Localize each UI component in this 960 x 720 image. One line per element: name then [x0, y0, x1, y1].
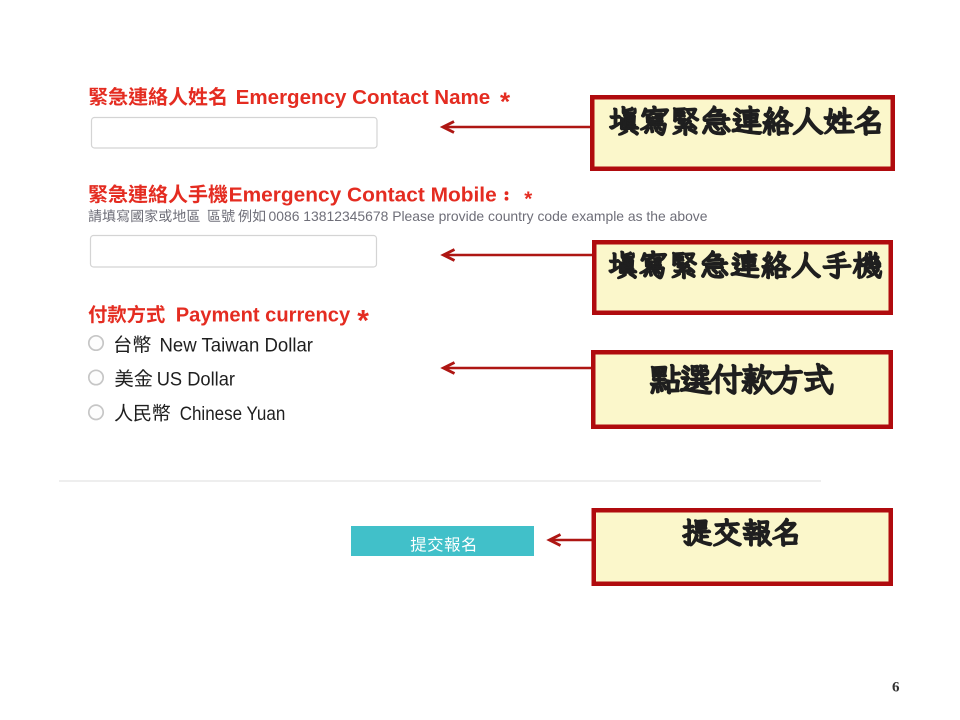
svg-text:Emergency Contact Mobile: Emergency Contact Mobile [229, 184, 497, 207]
svg-text:6: 6 [892, 680, 900, 696]
svg-text:0086 13812345678 Please provid: 0086 13812345678 Please provide country … [269, 208, 708, 224]
svg-text:US Dollar: US Dollar [157, 369, 236, 391]
svg-text:Payment currency: Payment currency [176, 304, 351, 327]
svg-text:*: * [357, 305, 369, 338]
svg-text:Emergency Contact Name: Emergency Contact Name [236, 86, 490, 109]
svg-text:Chinese Yuan: Chinese Yuan [180, 403, 286, 425]
svg-text:*: * [524, 188, 532, 211]
svg-text:*: * [500, 87, 511, 117]
svg-text:New Taiwan Dollar: New Taiwan Dollar [160, 335, 314, 357]
